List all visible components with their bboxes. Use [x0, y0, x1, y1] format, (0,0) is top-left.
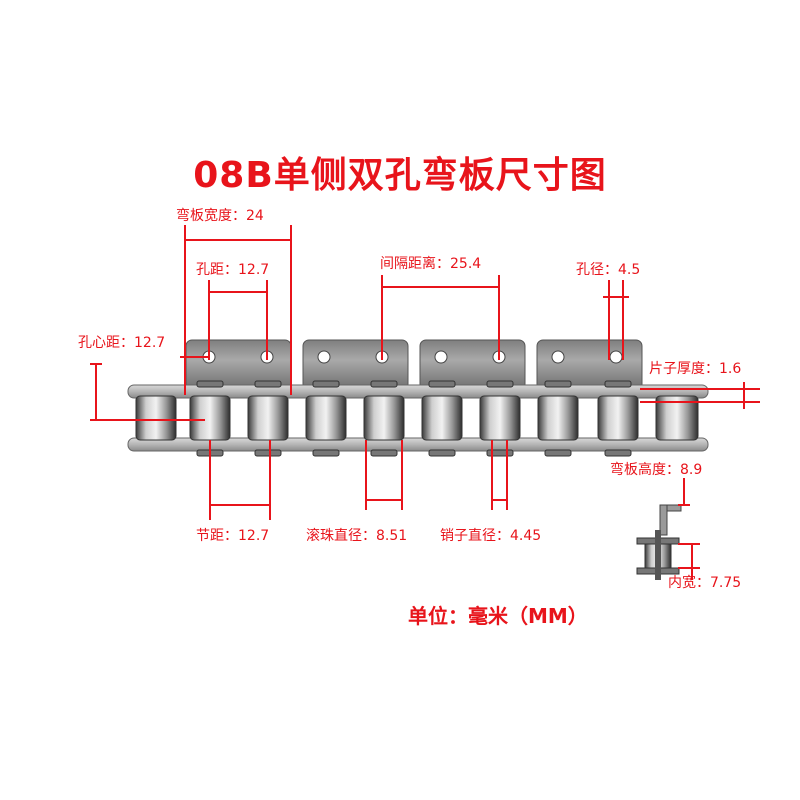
bend-plate-height-label: 弯板高度：8.9 [610, 462, 703, 478]
link-plates [127, 384, 709, 452]
spacing-label: 间隔距离：25.4 [380, 256, 482, 272]
bent-plates [185, 339, 643, 391]
hole-diameter-label: 孔径：4.5 [576, 262, 641, 278]
pitch-label: 节距：12.7 [196, 528, 270, 544]
hole-center-label: 孔心距：12.7 [78, 335, 166, 351]
hole-pitch-label: 孔距：12.7 [196, 262, 270, 278]
side-view-inset [636, 504, 682, 580]
pin-diameter-label: 销子直径：4.45 [440, 528, 542, 544]
diagram-title: 08B单侧双孔弯板尺寸图 [193, 155, 607, 196]
roller-diameter-label: 滚珠直径：8.51 [306, 528, 408, 544]
inner-width-label: 内宽：7.75 [668, 575, 742, 591]
bend-plate-width-label: 弯板宽度：24 [176, 208, 264, 224]
dimension-lines [90, 225, 760, 580]
unit-note: 单位：毫米（MM） [408, 604, 588, 628]
rollers [135, 395, 699, 441]
plate-thickness-label: 片子厚度：1.6 [649, 361, 742, 377]
